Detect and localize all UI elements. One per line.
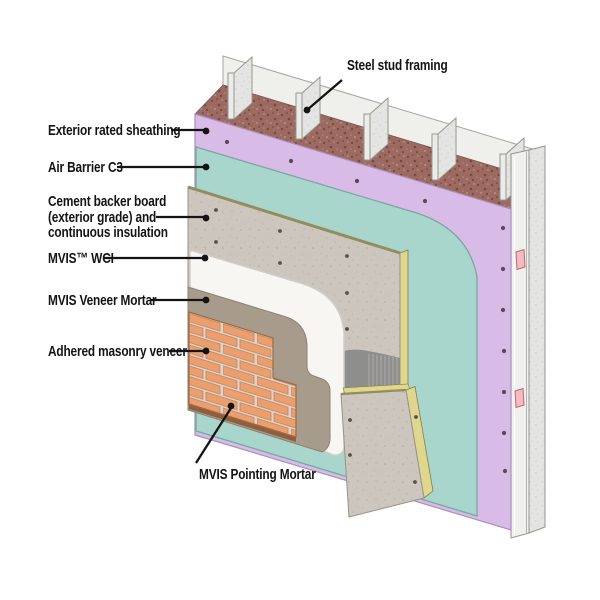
sheathing-screws	[224, 139, 508, 474]
label-exterior-rated-sheathing: Exterior rated sheathing	[48, 122, 181, 139]
label-air-barrier: Air Barrier C3	[48, 159, 123, 176]
leader-lines	[103, 79, 343, 464]
corner-steel-stud	[510, 145, 546, 539]
leader-dot-wci	[201, 254, 209, 262]
label-cement-line2: (exterior grade) and	[48, 208, 157, 226]
loose-panel-screws	[348, 415, 418, 484]
leader-dots	[201, 106, 311, 410]
label-steel-stud-framing: Steel stud framing	[347, 57, 448, 74]
leader-line-steel-stud	[306, 79, 343, 111]
label-cement-backer-board: Cement backer board (exterior grade) and…	[48, 194, 168, 241]
label-mvis-pointing-mortar: MVIS Pointing Mortar	[199, 466, 316, 483]
leader-line-pointing-mortar	[195, 407, 232, 464]
label-mvis-wci: MVIS™ WCI	[48, 250, 114, 267]
loose-backer-panel	[340, 383, 434, 518]
leader-dot-sheathing	[202, 127, 210, 135]
leader-dot-air-barrier	[202, 163, 210, 171]
leader-dot-steel-stud	[303, 106, 311, 114]
stud-knockout-label	[515, 248, 526, 271]
label-mvis-veneer-mortar: MVIS Veneer Mortar	[48, 292, 157, 309]
steel-stud	[363, 96, 389, 162]
board-screws	[214, 208, 349, 331]
steel-stud	[227, 55, 253, 121]
steel-stud	[431, 116, 457, 182]
leader-dot-masonry-veneer	[202, 347, 210, 355]
leader-dot-cement-board	[202, 214, 210, 222]
masonry-veneer-layer	[188, 311, 297, 442]
leader-dot-veneer-mortar	[202, 296, 210, 304]
label-cement-line3: continuous insulation	[48, 224, 168, 241]
label-cement-line1: Cement backer board	[48, 193, 167, 210]
stud-knockout-label	[514, 387, 525, 409]
label-adhered-masonry-veneer: Adhered masonry veneer	[48, 343, 187, 360]
leader-dot-pointing-mortar	[227, 402, 235, 410]
